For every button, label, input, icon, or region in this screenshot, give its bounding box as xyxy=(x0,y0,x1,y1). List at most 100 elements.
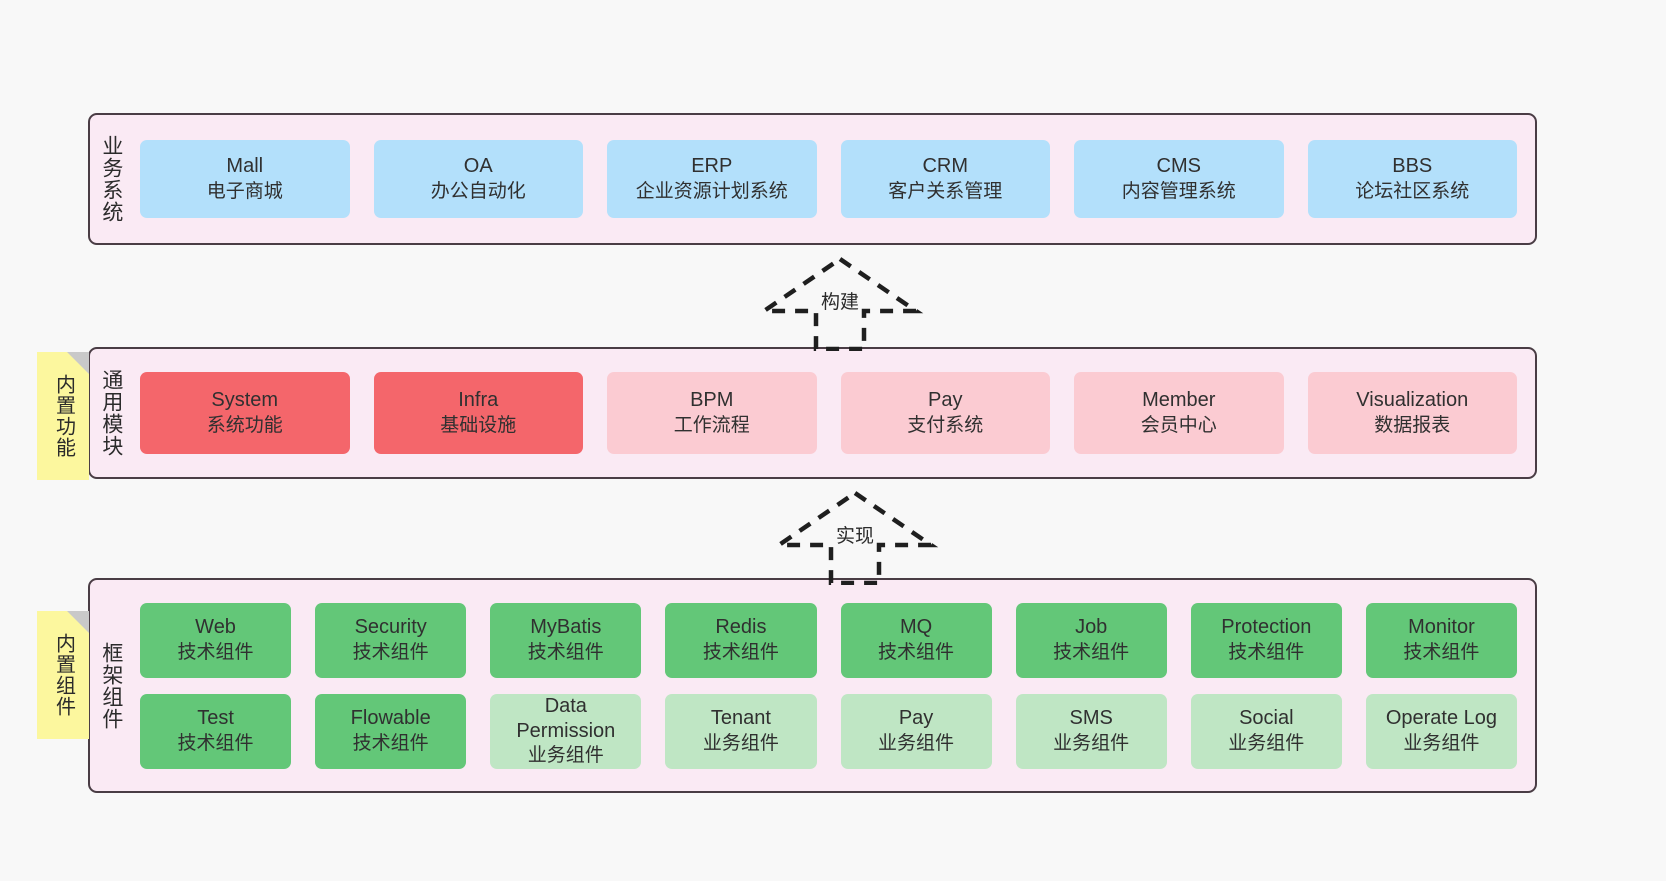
card-bpm[interactable]: BPM 工作流程 xyxy=(607,372,817,454)
card-title: Social xyxy=(1239,707,1294,730)
card-subtitle: 会员中心 xyxy=(1140,414,1217,436)
card-title: SMS xyxy=(1069,707,1113,730)
card-tenant[interactable]: Tenant 业务组件 xyxy=(665,693,817,769)
section-business-systems: 业务系统 Mall 电子商城 OA 办公自动化 ERP 企业资源计划系统 CRM… xyxy=(88,113,1537,245)
card-title: Redis xyxy=(715,616,767,639)
card-infra[interactable]: Infra 基础设施 xyxy=(373,372,583,454)
card-title: Job xyxy=(1075,616,1108,639)
card-title: BBS xyxy=(1392,155,1433,178)
section-body-framework-components: Web 技术组件 Security 技术组件 MyBatis 技术组件 Redi… xyxy=(132,580,1535,791)
card-title: CMS xyxy=(1156,155,1201,178)
card-data-permission[interactable]: Data Permission 业务组件 xyxy=(490,693,642,769)
card-sms[interactable]: SMS 业务组件 xyxy=(1015,693,1167,769)
card-subtitle: 业务组件 xyxy=(1403,732,1480,754)
card-social[interactable]: Social 业务组件 xyxy=(1190,693,1342,769)
section-body-business-systems: Mall 电子商城 OA 办公自动化 ERP 企业资源计划系统 CRM 客户关系… xyxy=(132,115,1535,243)
card-title: System xyxy=(211,389,279,412)
card-title: Data Permission xyxy=(516,694,616,743)
card-visualization[interactable]: Visualization 数据报表 xyxy=(1307,372,1517,454)
card-mall[interactable]: Mall 电子商城 xyxy=(140,140,350,218)
card-title: Pay xyxy=(928,389,963,412)
card-test[interactable]: Test 技术组件 xyxy=(140,693,292,769)
card-subtitle: 业务组件 xyxy=(1228,732,1305,754)
card-erp[interactable]: ERP 企业资源计划系统 xyxy=(607,140,817,218)
card-subtitle: 技术组件 xyxy=(1053,641,1130,663)
card-operate-log[interactable]: Operate Log 业务组件 xyxy=(1365,693,1517,769)
card-crm[interactable]: CRM 客户关系管理 xyxy=(840,140,1050,218)
section-body-common-modules: System 系统功能 Infra 基础设施 BPM 工作流程 Pay 支付系统… xyxy=(132,349,1535,477)
card-subtitle: 办公自动化 xyxy=(430,180,526,202)
connector-implement-arrow: 实现 xyxy=(755,487,955,585)
section-label-common-modules: 通用模块 xyxy=(99,369,123,457)
card-redis[interactable]: Redis 技术组件 xyxy=(665,602,817,678)
card-mybatis[interactable]: MyBatis 技术组件 xyxy=(490,602,642,678)
card-subtitle: 业务组件 xyxy=(1053,732,1130,754)
card-title: Flowable xyxy=(350,707,431,730)
card-subtitle: 技术组件 xyxy=(702,641,779,663)
card-title: Infra xyxy=(458,389,499,412)
business-systems-row: Mall 电子商城 OA 办公自动化 ERP 企业资源计划系统 CRM 客户关系… xyxy=(140,140,1517,218)
card-subtitle: 客户关系管理 xyxy=(888,180,1003,202)
card-system[interactable]: System 系统功能 xyxy=(140,372,350,454)
card-title: BPM xyxy=(690,389,734,412)
card-title: OA xyxy=(463,155,493,178)
card-title: Security xyxy=(354,616,427,639)
section-label-framework-components: 框架组件 xyxy=(99,641,123,730)
card-title: Visualization xyxy=(1356,389,1469,412)
card-security[interactable]: Security 技术组件 xyxy=(315,602,467,678)
card-title: Web xyxy=(195,616,236,639)
card-title: Tenant xyxy=(710,707,771,730)
card-subtitle: 技术组件 xyxy=(177,641,254,663)
card-pay-module[interactable]: Pay 支付系统 xyxy=(840,372,1050,454)
card-subtitle: 工作流程 xyxy=(673,414,750,436)
card-flowable[interactable]: Flowable 技术组件 xyxy=(315,693,467,769)
framework-tech-row: Web 技术组件 Security 技术组件 MyBatis 技术组件 Redi… xyxy=(140,602,1517,678)
card-title: MyBatis xyxy=(530,616,602,639)
card-subtitle: 内容管理系统 xyxy=(1121,180,1236,202)
card-title: Monitor xyxy=(1408,616,1475,639)
section-common-modules: 通用模块 System 系统功能 Infra 基础设施 BPM 工作流程 Pay… xyxy=(88,347,1537,479)
card-subtitle: 支付系统 xyxy=(907,414,984,436)
card-member[interactable]: Member 会员中心 xyxy=(1074,372,1284,454)
connector-implement-label: 实现 xyxy=(835,526,875,547)
card-oa[interactable]: OA 办公自动化 xyxy=(373,140,583,218)
card-title: Member xyxy=(1142,389,1216,412)
card-title: Protection xyxy=(1221,616,1312,639)
card-subtitle: 业务组件 xyxy=(878,732,955,754)
card-web[interactable]: Web 技术组件 xyxy=(140,602,292,678)
card-title: Operate Log xyxy=(1385,707,1498,730)
card-title: Mall xyxy=(226,155,264,178)
common-modules-row: System 系统功能 Infra 基础设施 BPM 工作流程 Pay 支付系统… xyxy=(140,372,1517,454)
card-subtitle: 企业资源计划系统 xyxy=(635,180,788,202)
section-framework-components: 框架组件 Web 技术组件 Security 技术组件 MyBatis 技术组件… xyxy=(88,578,1537,793)
note-label: 内置功能 xyxy=(52,374,75,458)
card-protection[interactable]: Protection 技术组件 xyxy=(1190,602,1342,678)
card-title: MQ xyxy=(899,616,933,639)
card-pay-component[interactable]: Pay 业务组件 xyxy=(840,693,992,769)
card-mq[interactable]: MQ 技术组件 xyxy=(840,602,992,678)
card-subtitle: 论坛社区系统 xyxy=(1355,180,1470,202)
card-subtitle: 系统功能 xyxy=(206,414,283,436)
connector-build-arrow: 构建 xyxy=(740,253,940,351)
note-builtin-functions: 内置功能 xyxy=(37,352,89,480)
card-bbs[interactable]: BBS 论坛社区系统 xyxy=(1307,140,1517,218)
card-subtitle: 技术组件 xyxy=(352,641,429,663)
card-subtitle: 技术组件 xyxy=(1403,641,1480,663)
card-subtitle: 业务组件 xyxy=(702,732,779,754)
card-title: ERP xyxy=(691,155,733,178)
card-subtitle: 电子商城 xyxy=(206,180,283,202)
note-label: 内置组件 xyxy=(52,633,75,717)
framework-business-row: Test 技术组件 Flowable 技术组件 Data Permission … xyxy=(140,693,1517,769)
card-monitor[interactable]: Monitor 技术组件 xyxy=(1365,602,1517,678)
card-subtitle: 技术组件 xyxy=(177,732,254,754)
card-title: Test xyxy=(197,707,234,730)
card-job[interactable]: Job 技术组件 xyxy=(1015,602,1167,678)
note-builtin-components: 内置组件 xyxy=(37,611,89,739)
card-subtitle: 基础设施 xyxy=(440,414,517,436)
section-label-business-systems: 业务系统 xyxy=(99,135,123,223)
card-subtitle: 技术组件 xyxy=(527,641,604,663)
connector-build-label: 构建 xyxy=(820,292,860,313)
card-cms[interactable]: CMS 内容管理系统 xyxy=(1074,140,1284,218)
card-subtitle: 数据报表 xyxy=(1374,414,1451,436)
